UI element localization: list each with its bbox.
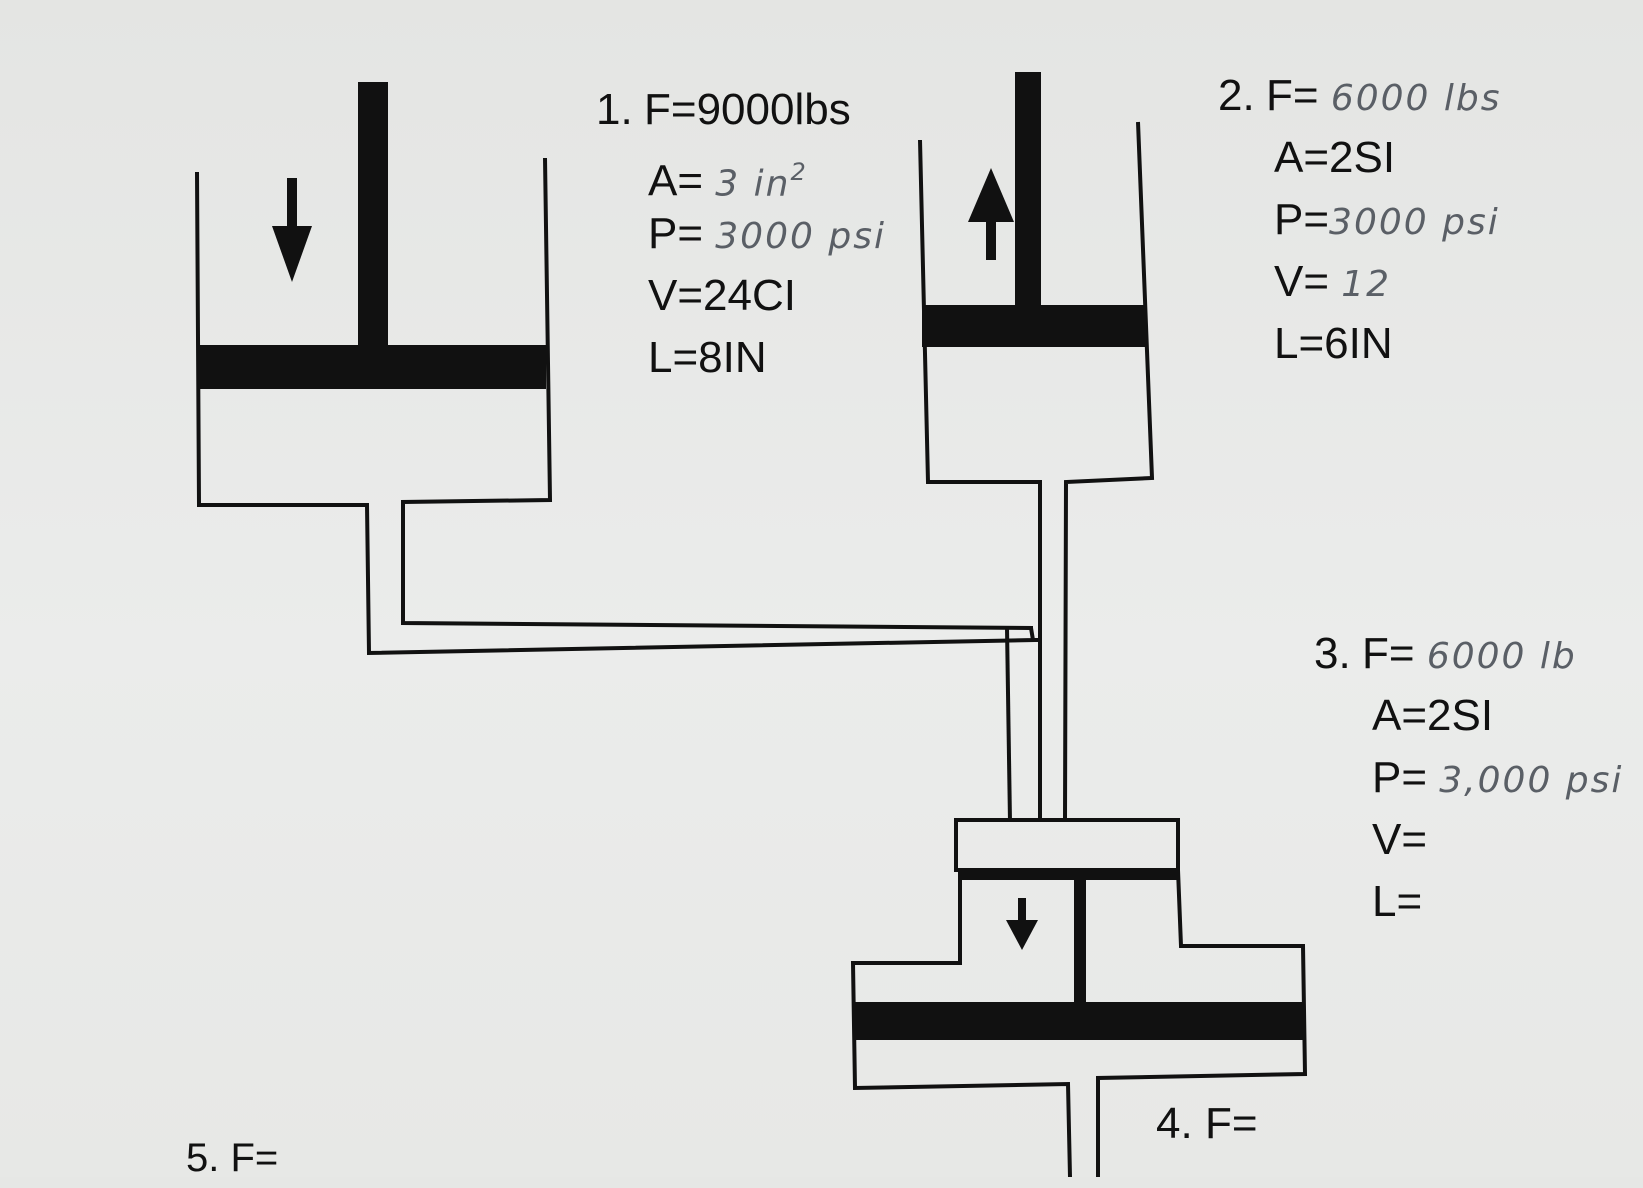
problem-2-force-value: 6000 lbs xyxy=(1330,78,1502,119)
problem-2-pressure-label: P= xyxy=(1274,195,1330,244)
problem-2-length: L=6IN xyxy=(1274,319,1393,368)
problem-1-pressure-label: P= xyxy=(648,209,704,258)
problem-1-number: 1. xyxy=(596,85,633,134)
cylinder-3-divider xyxy=(958,868,1180,880)
problem-3-pressure-value: 3,000 psi xyxy=(1439,760,1624,801)
cylinder-2 xyxy=(918,72,1155,823)
problem-3-volume-row: V= xyxy=(1314,810,1623,872)
problem-1-area-value: 3 in xyxy=(715,163,791,205)
problem-2-pressure-row: P=3000 psi xyxy=(1218,190,1501,252)
cylinder-3-rod xyxy=(1074,878,1086,1010)
problem-1-length-row: L=8IN xyxy=(596,328,886,390)
problem-1-area-label: A= xyxy=(648,156,704,206)
cylinder-2-rod xyxy=(1015,72,1041,308)
cylinder-3 xyxy=(850,818,1308,1177)
problem-1-pressure-row: P= 3000 psi xyxy=(596,204,886,266)
problem-3-length-label: L= xyxy=(1372,877,1423,926)
problem-3-volume-label: V= xyxy=(1372,815,1428,864)
line-to-cylinder-3 xyxy=(1005,627,1012,823)
cylinder-1-body xyxy=(195,157,1036,656)
problem-3-force-row: 3.F= 6000 lb xyxy=(1314,624,1623,686)
problem-2-values: 2.F= 6000 lbs A=2SI P=3000 psi V= 12 L=6… xyxy=(1218,66,1501,376)
problem-3-area: A=2SI xyxy=(1372,691,1494,740)
problem-2-length-row: L=6IN xyxy=(1218,314,1501,376)
problem-3-force-value: 6000 lb xyxy=(1426,636,1577,677)
cylinder-1-rod xyxy=(358,82,388,348)
problem-2-force-label: F= xyxy=(1266,71,1319,120)
problem-1-values: 1.F=9000lbs A= 3 in2 P= 3000 psi V=24CI … xyxy=(596,80,886,390)
cylinder-2-piston xyxy=(922,305,1146,347)
problem-1-area-row: A= 3 in2 xyxy=(596,142,886,206)
arrow-down-icon xyxy=(272,178,312,282)
problem-3-pressure-label: P= xyxy=(1372,753,1428,802)
problem-3-values: 3.F= 6000 lb A=2SI P= 3,000 psi V= L= xyxy=(1314,624,1623,934)
problem-1-pressure-value: 3000 psi xyxy=(715,216,886,257)
problem-3-number: 3. xyxy=(1314,629,1351,678)
problem-2-volume-row: V= 12 xyxy=(1218,252,1501,314)
problem-1-volume-row: V=24CI xyxy=(596,266,886,328)
problem-2-pressure-value: 3000 psi xyxy=(1329,202,1500,243)
problem-4-force-label: F= xyxy=(1204,1099,1258,1148)
problem-1-length: L=8IN xyxy=(648,333,767,382)
cylinder-3-upper-body xyxy=(850,870,1072,1177)
problem-3-length-row: L= xyxy=(1314,872,1623,934)
arrow-down-icon xyxy=(1006,898,1038,950)
problem-2-number: 2. xyxy=(1218,71,1255,120)
problem-1-volume: V=24CI xyxy=(648,271,796,320)
arrow-up-icon xyxy=(968,168,1014,260)
problem-3-area-row: A=2SI xyxy=(1314,686,1623,748)
problem-3-pressure-row: P= 3,000 psi xyxy=(1314,748,1623,810)
problem-2-volume-label: V= xyxy=(1274,257,1330,306)
cylinder-1 xyxy=(195,82,1036,656)
problem-2-volume-value: 12 xyxy=(1341,264,1392,305)
cylinder-1-piston xyxy=(198,345,546,389)
problem-4-values: 4. F= xyxy=(1156,1094,1258,1154)
problem-2-force-row: 2.F= 6000 lbs xyxy=(1218,66,1501,128)
problem-5-values: 5. F= xyxy=(186,1128,278,1188)
problem-4-number: 4. xyxy=(1156,1099,1193,1148)
problem-2-area: A=2SI xyxy=(1274,133,1396,182)
problem-1-area-sup: 2 xyxy=(790,158,808,186)
problem-1-force: F=9000lbs xyxy=(644,85,851,134)
problem-1-force-row: 1.F=9000lbs xyxy=(596,80,886,142)
cylinder-3-cap xyxy=(954,818,1180,872)
cylinder-3-piston xyxy=(855,1002,1305,1040)
problem-3-force-label: F= xyxy=(1362,629,1415,678)
problem-2-area-row: A=2SI xyxy=(1218,128,1501,190)
problem-5-force-label: F= xyxy=(230,1136,279,1180)
problem-5-number: 5. xyxy=(186,1136,220,1180)
